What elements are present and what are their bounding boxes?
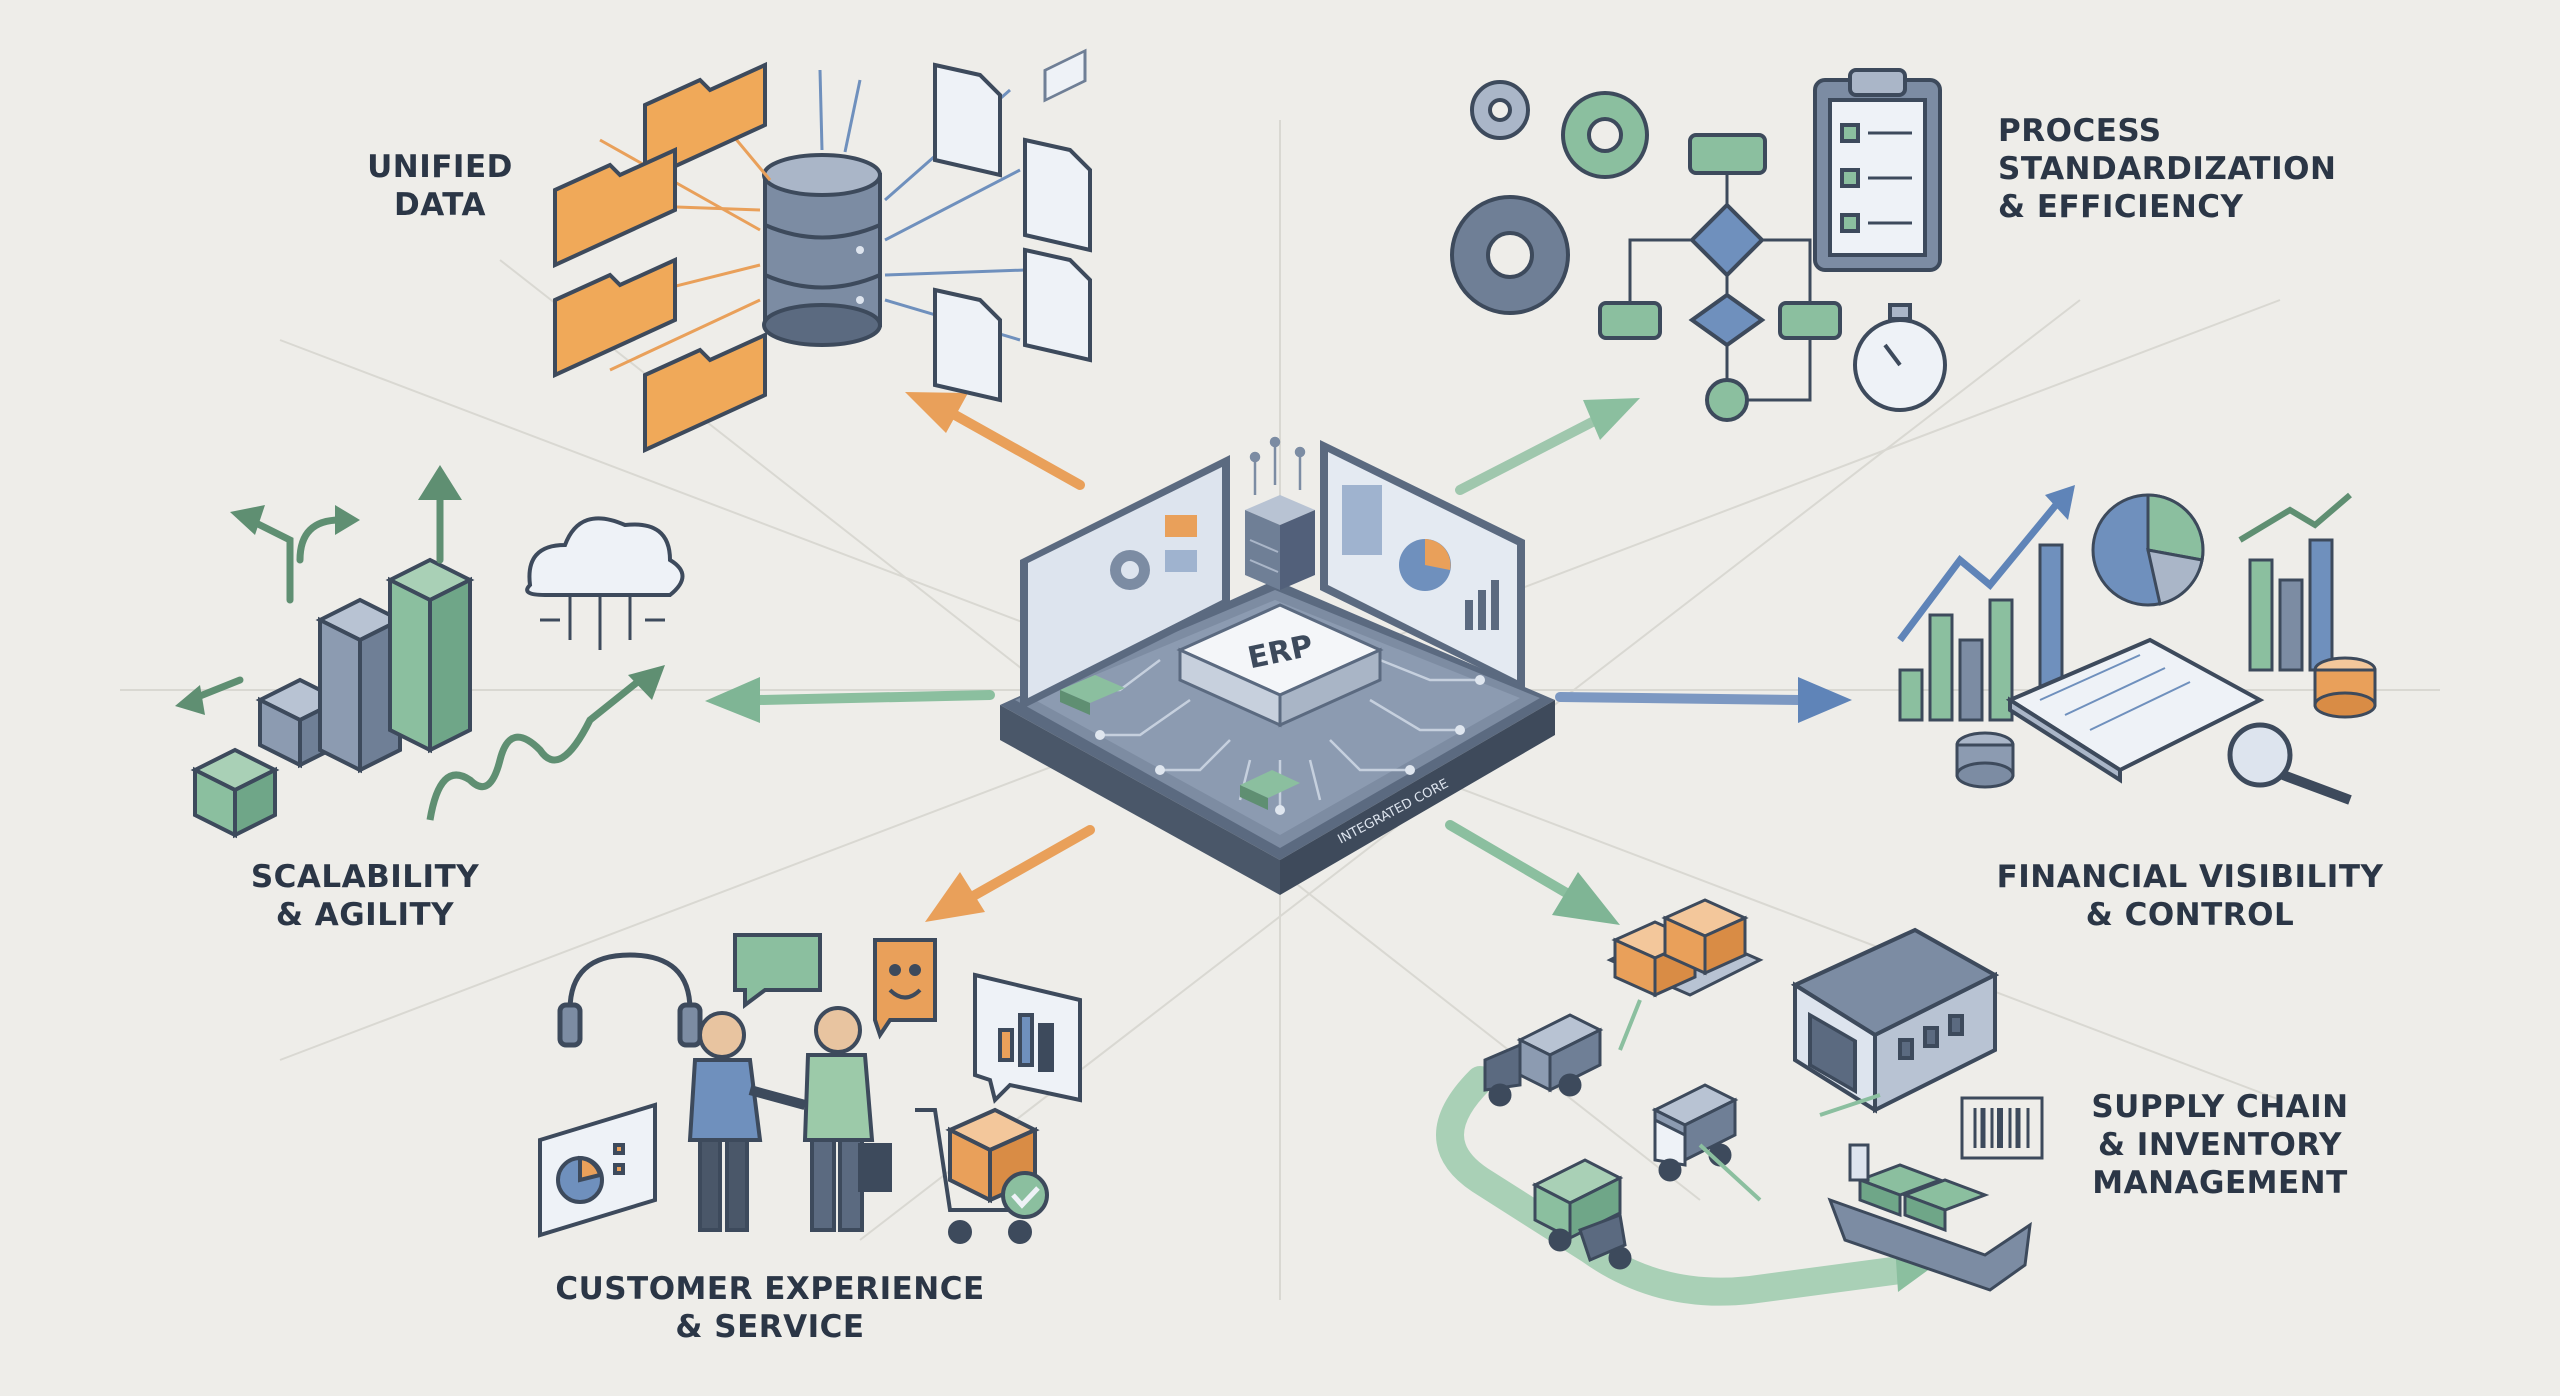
scalability-line1: SCALABILITY [250,859,480,895]
process-illustration [1450,68,1947,422]
arrow-to-supply-chain [1445,820,1620,925]
cloud-icon [525,516,685,650]
supply-chain-label: SUPPLY CHAIN & INVENTORY MANAGEMENT [2070,1088,2370,1202]
flowchart-icon [1598,133,1842,422]
customer-label: CUSTOMER EXPERIENCE & SERVICE [530,1270,1010,1346]
supply-chain-illustration [1436,898,2044,1306]
arrow-to-financial [1555,677,1852,723]
stopwatch-icon [1853,303,1947,412]
unified-data-illustration [553,61,1092,454]
financial-illustration [1897,485,2377,805]
handshake-icon [687,1006,892,1232]
arrow-to-process [1455,398,1640,495]
supply-line2: & INVENTORY [2097,1127,2343,1163]
unified-data-label: UNIFIED DATA [345,148,535,224]
bar-chart-icon [1898,538,2334,722]
truck-icon [1483,1013,1739,1270]
dashboard-card-icon [538,1102,657,1238]
customer-illustration [538,933,1082,1244]
arrow-to-customer [925,825,1095,922]
unified-data-line1: UNIFIED [367,149,513,185]
pallet-boxes-icon [1606,898,1764,998]
warehouse-icon [1790,927,2000,1114]
cubes-icon [190,557,475,839]
supply-line3: MANAGEMENT [2092,1165,2348,1201]
shopping-cart-icon [915,1107,1049,1244]
flow-arrows [1618,999,1881,1202]
connector-arrows [705,392,1852,925]
supply-line1: SUPPLY CHAIN [2091,1089,2349,1125]
chat-bubble-icon [733,933,937,1040]
customer-line2: & SERVICE [675,1309,865,1345]
process-line3: & EFFICIENCY [1998,189,2244,225]
database-icon [762,153,882,347]
financial-line2: & CONTROL [2085,897,2295,933]
arrow-to-scalability [705,677,995,723]
spiral-arrow-icon [426,677,643,821]
coins-icon [1955,656,2377,789]
magnifier-icon [2227,722,2352,805]
scalability-label: SCALABILITY & AGILITY [215,858,515,934]
financial-line1: FINANCIAL VISIBILITY [1996,859,2384,895]
process-label: PROCESS STANDARDIZATION & EFFICIENCY [1998,112,2388,226]
scalability-illustration [175,465,685,839]
cargo-ship-icon [1827,1143,2032,1292]
bar-chart-card-icon [973,972,1082,1104]
barcode-icon [1960,1096,2044,1160]
gear-icon [1450,80,1649,315]
scalability-line2: & AGILITY [275,897,455,933]
process-line2: STANDARDIZATION [1998,151,2337,187]
clipboard-checklist-icon [1813,68,1942,272]
financial-label: FINANCIAL VISIBILITY & CONTROL [1950,858,2430,934]
unified-data-line2: DATA [393,187,487,223]
erp-chip [1176,603,1384,728]
arrow-to-unified-data [905,392,1085,490]
process-line1: PROCESS [1998,113,2162,149]
folder-icon [553,61,767,454]
document-icon [933,62,1092,403]
pie-chart-icon [2091,493,2205,607]
headset-icon [557,952,703,1048]
customer-line1: CUSTOMER EXPERIENCE [555,1271,985,1307]
spreadsheet-clipboard-icon [2005,637,2265,784]
erp-core-platform [1000,48,1555,895]
